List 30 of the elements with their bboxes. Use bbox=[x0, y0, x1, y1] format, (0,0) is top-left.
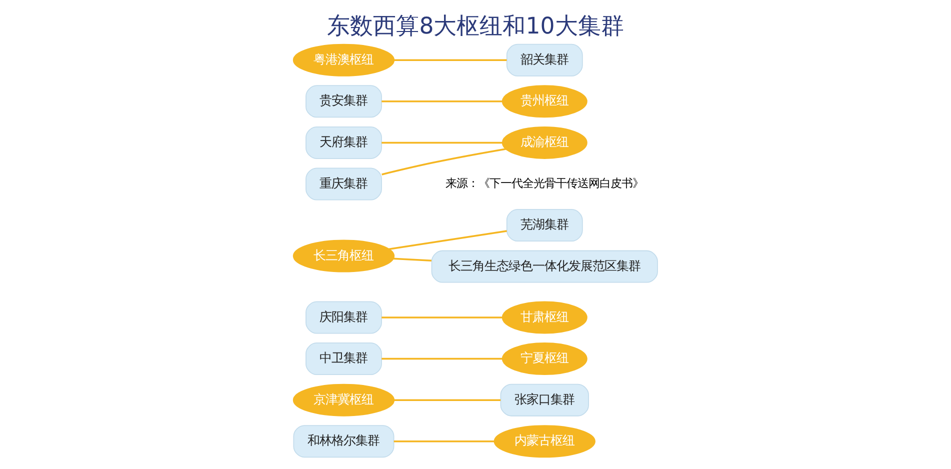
node-ellipse: 粤港澳枢纽 bbox=[292, 44, 395, 76]
node-ellipse: 宁夏枢纽 bbox=[502, 342, 588, 376]
node-ellipse: 京津冀枢纽 bbox=[292, 384, 395, 416]
connector bbox=[394, 440, 494, 442]
node-box: 和林格尔集群 bbox=[293, 425, 394, 458]
node-box: 天府集群 bbox=[306, 126, 382, 159]
connector bbox=[382, 100, 502, 102]
node-box: 芜湖集群 bbox=[506, 209, 583, 242]
node-ellipse: 甘肃枢纽 bbox=[502, 301, 588, 334]
node-ellipse: 成渝枢纽 bbox=[502, 126, 588, 159]
node-box: 长三角生态绿色一体化发展范区集群 bbox=[431, 250, 658, 283]
connector bbox=[394, 399, 501, 401]
node-ellipse: 贵州枢纽 bbox=[502, 85, 588, 118]
connector bbox=[382, 316, 502, 318]
caption: 来源：《下一代全光骨干传送网白皮书》 bbox=[446, 176, 644, 190]
connector bbox=[382, 148, 506, 176]
connector bbox=[382, 358, 502, 360]
node-box: 庆阳集群 bbox=[306, 301, 382, 334]
node-box: 中卫集群 bbox=[306, 342, 382, 376]
diagram-title: 东数西算8大枢纽和10大集群 bbox=[327, 14, 624, 40]
connector bbox=[382, 142, 502, 144]
connector bbox=[394, 59, 507, 62]
node-box: 重庆集群 bbox=[306, 168, 382, 200]
node-box: 张家口集群 bbox=[500, 384, 589, 416]
connector bbox=[393, 258, 432, 262]
node-box: 韶关集群 bbox=[506, 44, 583, 76]
connector bbox=[388, 230, 507, 250]
node-box: 贵安集群 bbox=[306, 85, 382, 118]
node-ellipse: 长三角枢纽 bbox=[292, 240, 395, 272]
node-ellipse: 内蒙古枢纽 bbox=[494, 425, 596, 458]
